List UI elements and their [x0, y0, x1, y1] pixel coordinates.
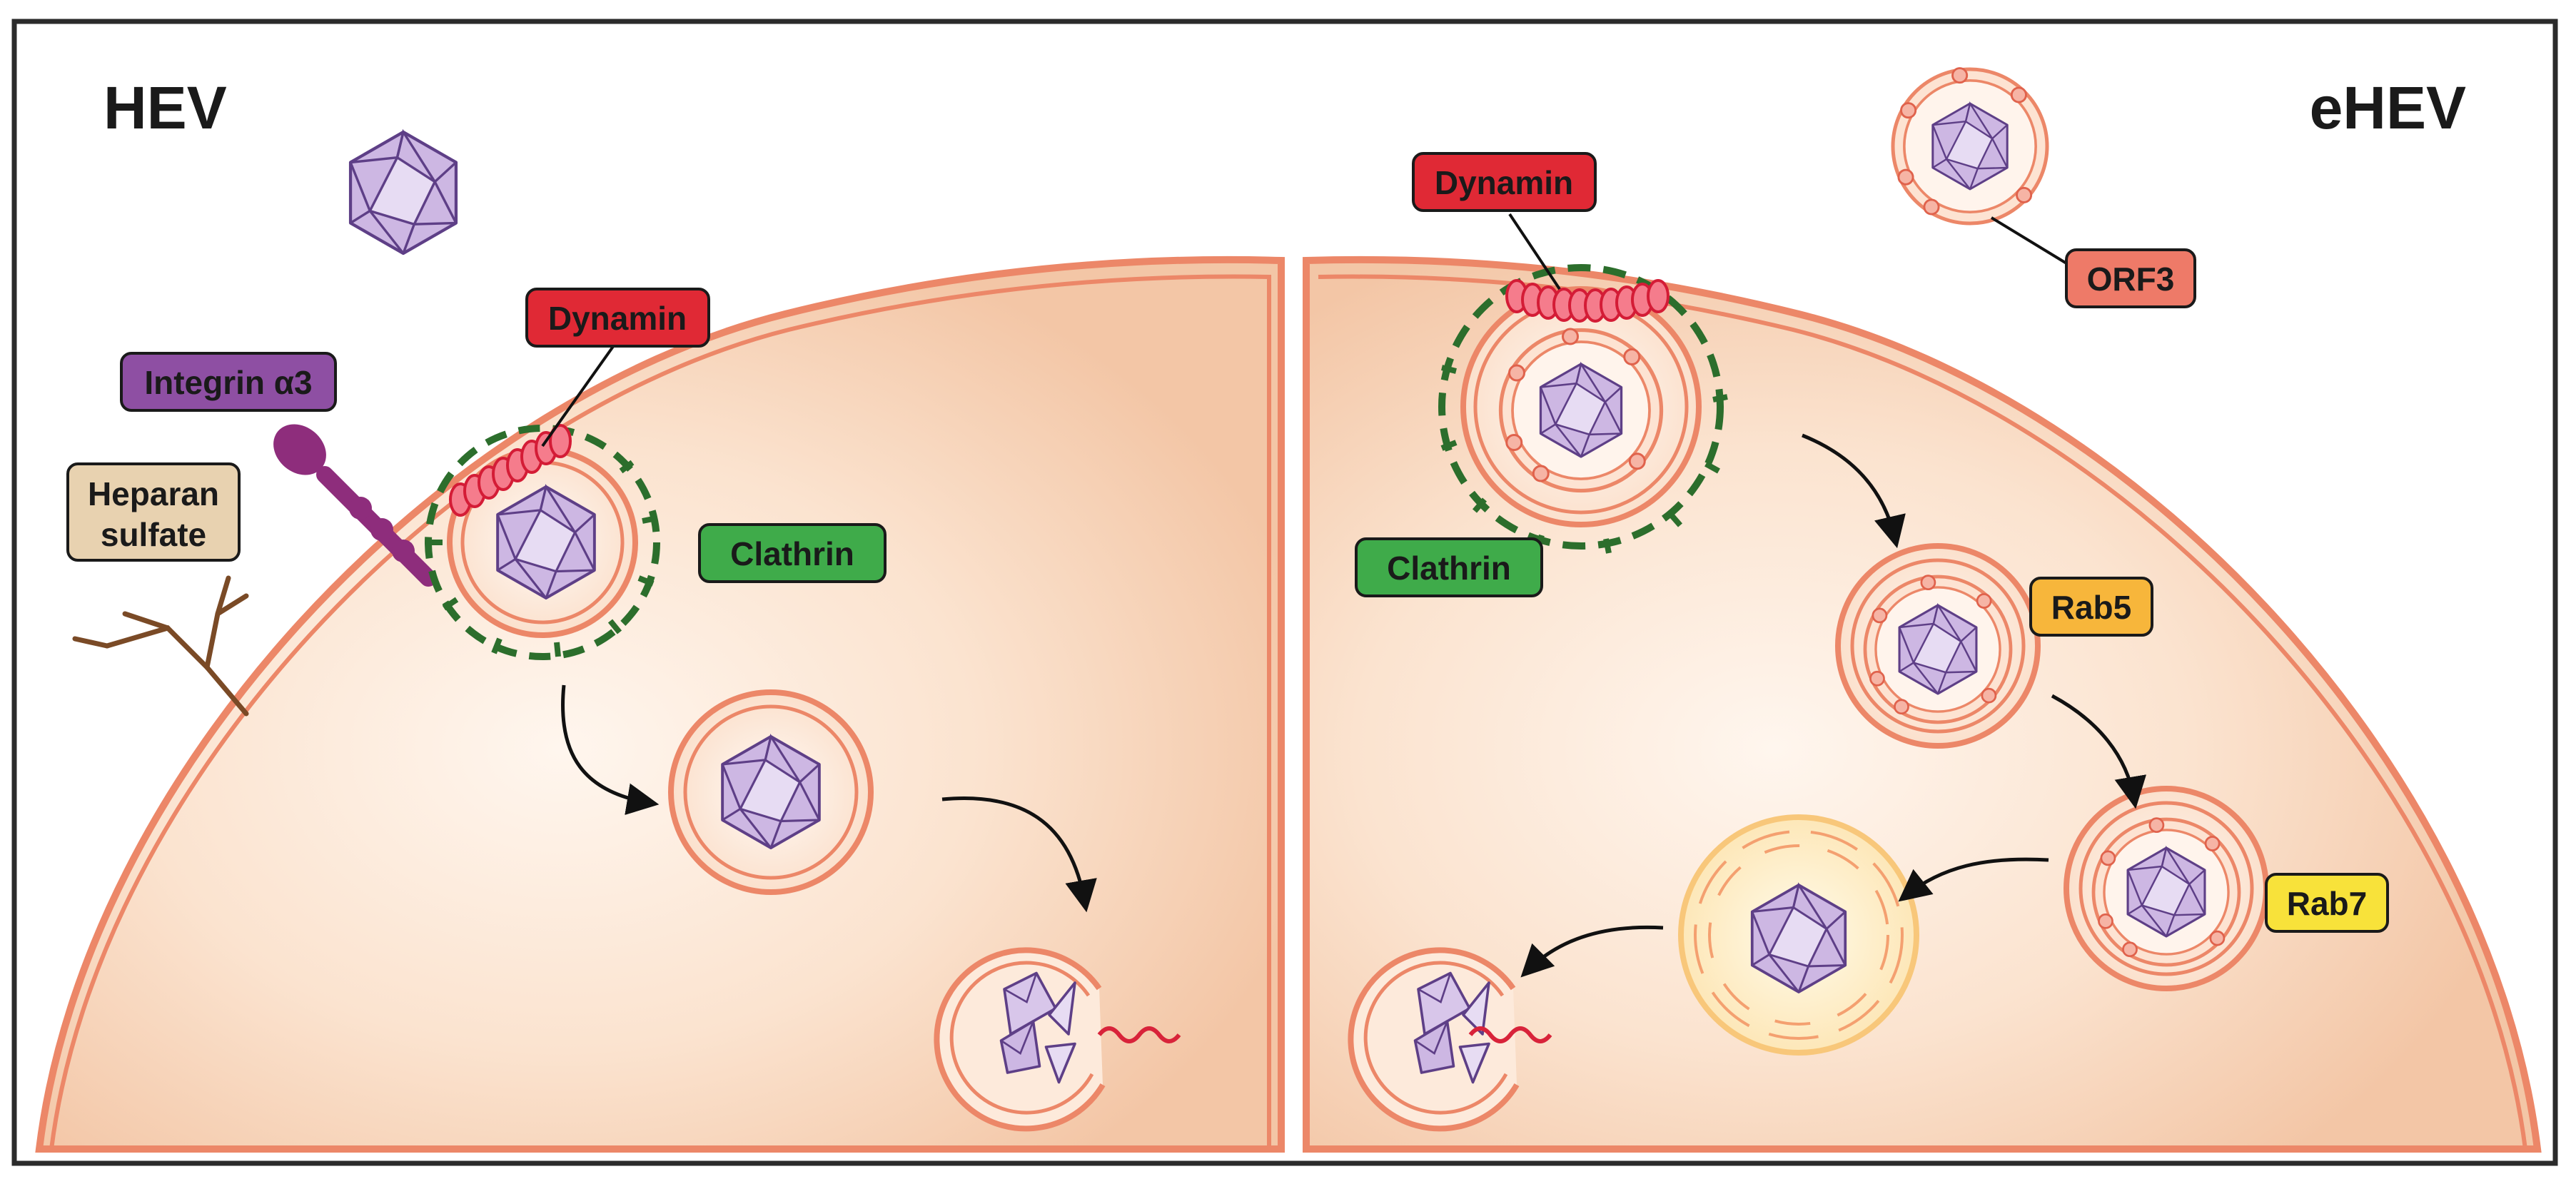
- right-arrow-4: [1520, 925, 1664, 978]
- left-endosome: [668, 689, 874, 895]
- heparan-sulfate-label: Heparan sulfate: [66, 462, 241, 562]
- orf3-label: ORF3: [2065, 248, 2196, 308]
- svg-text:Dynamin: Dynamin: [548, 300, 687, 337]
- svg-text:Clathrin: Clathrin: [1387, 550, 1511, 587]
- hev-panel-title: HEV: [103, 74, 227, 141]
- right-uncoating-vesicle: [1348, 947, 1552, 1132]
- svg-text:Rab5: Rab5: [2051, 589, 2131, 626]
- rab5-label: Rab5: [2029, 577, 2153, 637]
- dynamin-left-leader: [541, 334, 622, 447]
- rab7-endosome: [2064, 786, 2269, 991]
- left-cell: [35, 255, 1285, 1153]
- integrin-receptor: [273, 424, 437, 587]
- dynamin-right-label: Dynamin: [1412, 152, 1597, 212]
- left-arrow-1: [561, 684, 660, 815]
- left-arrow-2: [941, 796, 1097, 913]
- clathrin-left-label: Clathrin: [698, 523, 887, 583]
- integrin-label: Integrin α3: [120, 352, 337, 412]
- left-uncoating-vesicle: [934, 947, 1181, 1132]
- rab7-label: Rab7: [2265, 873, 2389, 933]
- dynamin-right-leader: [1508, 213, 1561, 290]
- right-arrow-3: [1898, 857, 2049, 902]
- svg-text:Clathrin: Clathrin: [730, 535, 854, 572]
- svg-text:Heparan: Heparan: [88, 475, 219, 512]
- svg-text:sulfate: sulfate: [101, 516, 206, 553]
- svg-text:ORF3: ORF3: [2087, 260, 2175, 298]
- clathrin-right-label: Clathrin: [1355, 537, 1543, 597]
- ehev-panel-title: eHEV: [2310, 74, 2466, 141]
- rab5-endosome: [1835, 543, 2041, 749]
- right-arrow-2: [2051, 694, 2146, 809]
- free-ehev-virion: [1893, 69, 2047, 223]
- lysosome: [1678, 814, 1919, 1056]
- left-clathrin-coated-pit: [425, 424, 660, 660]
- orf3-leader: [1990, 216, 2075, 269]
- right-arrow-1: [1802, 433, 1906, 549]
- dynamin-left-label: Dynamin: [525, 288, 710, 348]
- svg-text:Integrin α3: Integrin α3: [144, 364, 312, 401]
- heparan-sulfate-chain: [72, 575, 249, 717]
- svg-text:Dynamin: Dynamin: [1435, 164, 1573, 201]
- right-clathrin-coated-pit: [1438, 264, 1728, 554]
- svg-text:Rab7: Rab7: [2287, 885, 2367, 922]
